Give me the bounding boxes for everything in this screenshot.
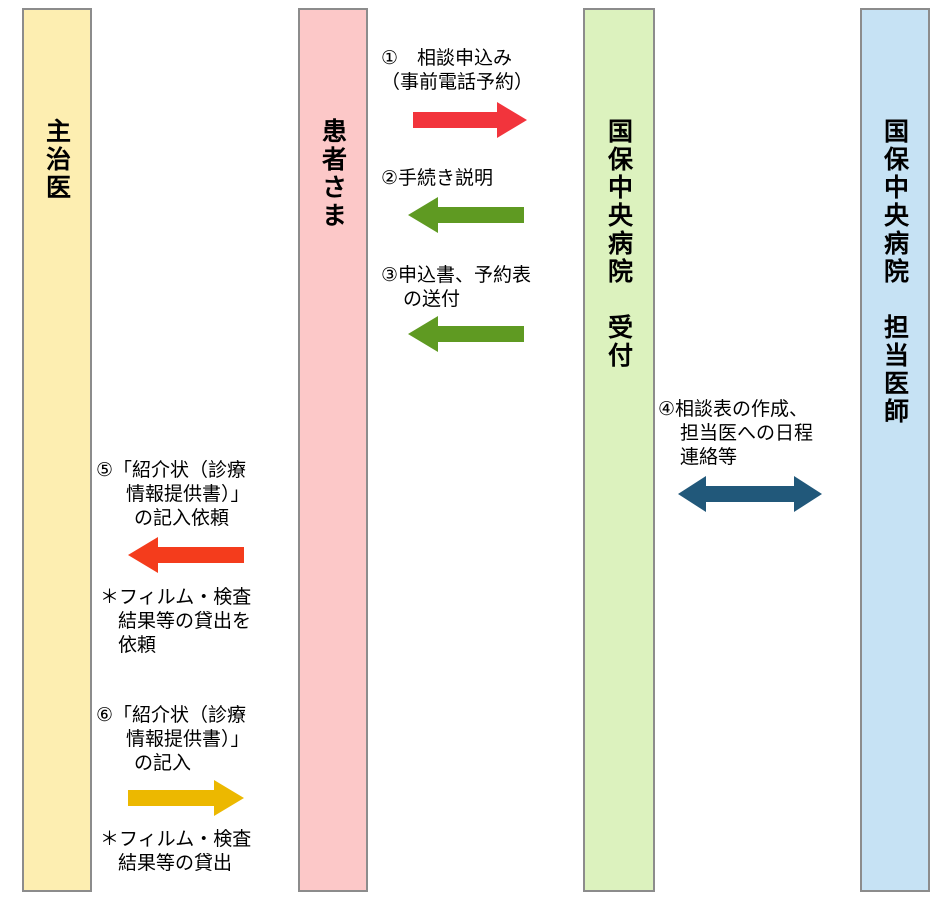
arrow-left-shape [408,316,524,352]
step-2-label: ②手続き説明 [381,166,493,190]
step-6-label: ⑥「紹介状（診療 情報提供書）」 の記入 [96,703,250,775]
arrow-reception-to-patient-explain [408,197,524,233]
arrow-reception-specialist-bidirectional [678,476,822,512]
step-5-line-1: ⑤「紹介状（診療 [96,459,247,481]
lane-title-hospital-doctor: 国保中央病院 担当医師 [880,118,910,426]
step-4-line-2: 担当医への日程 [680,422,814,444]
step-4-label: ④相談表の作成、 担当医への日程 連絡等 [658,397,813,469]
arrow-left-shape [128,537,244,573]
step-3-line-2: の送付 [403,288,461,310]
step-5-note-line-1: ＊フィルム・検査 [100,586,252,608]
step-4-line-1: ④相談表の作成、 [658,398,809,420]
arrow-right-shape [413,102,527,138]
step-5-note: ＊フィルム・検査 結果等の貸出を 依頼 [100,585,251,657]
step-6-line-2: 情報提供書）」 [126,728,250,750]
lane-title-primary-doctor: 主治医 [42,118,72,202]
arrow-reception-to-patient-send [408,316,524,352]
arrow-double-shape [678,476,822,512]
step-6-line-1: ⑥「紹介状（診療 [96,704,247,726]
lane-patient: 患者さま [298,8,368,892]
lane-hospital-doctor: 国保中央病院 担当医師 [860,8,930,892]
arrow-left-shape [408,197,524,233]
step-1-line-2: （事前電話予約） [381,71,534,93]
arrow-patient-to-reception [413,102,527,138]
step-6-note-line-1: ＊フィルム・検査 [100,828,252,850]
step-1-label: ① 相談申込み （事前電話予約） [381,46,533,94]
lane-hospital-reception: 国保中央病院 受付 [583,8,655,892]
step-5-label: ⑤「紹介状（診療 情報提供書）」 の記入依頼 [96,458,250,530]
step-6-note-line-2: 結果等の貸出 [118,852,233,874]
lane-primary-doctor: 主治医 [22,8,92,892]
step-4-line-3: 連絡等 [680,446,738,468]
step-5-line-2: 情報提供書）」 [126,483,250,505]
arrow-right-shape [128,780,244,816]
step-2-line-1: ②手続き説明 [381,167,494,189]
step-5-note-line-2: 結果等の貸出を [118,610,252,632]
step-6-note: ＊フィルム・検査 結果等の貸出 [100,827,251,875]
arrow-doctor-to-patient-write [128,780,244,816]
arrow-patient-to-doctor-request [128,537,244,573]
step-5-note-line-3: 依頼 [118,634,157,656]
lane-title-patient: 患者さま [318,118,348,230]
step-6-line-3: の記入 [134,752,192,774]
lane-title-hospital-reception: 国保中央病院 受付 [604,118,634,370]
step-3-line-1: ③申込書、予約表 [381,264,532,286]
step-1-line-1: ① 相談申込み [381,47,513,69]
step-5-line-3: の記入依頼 [134,507,230,529]
step-3-label: ③申込書、予約表 の送付 [381,263,531,311]
